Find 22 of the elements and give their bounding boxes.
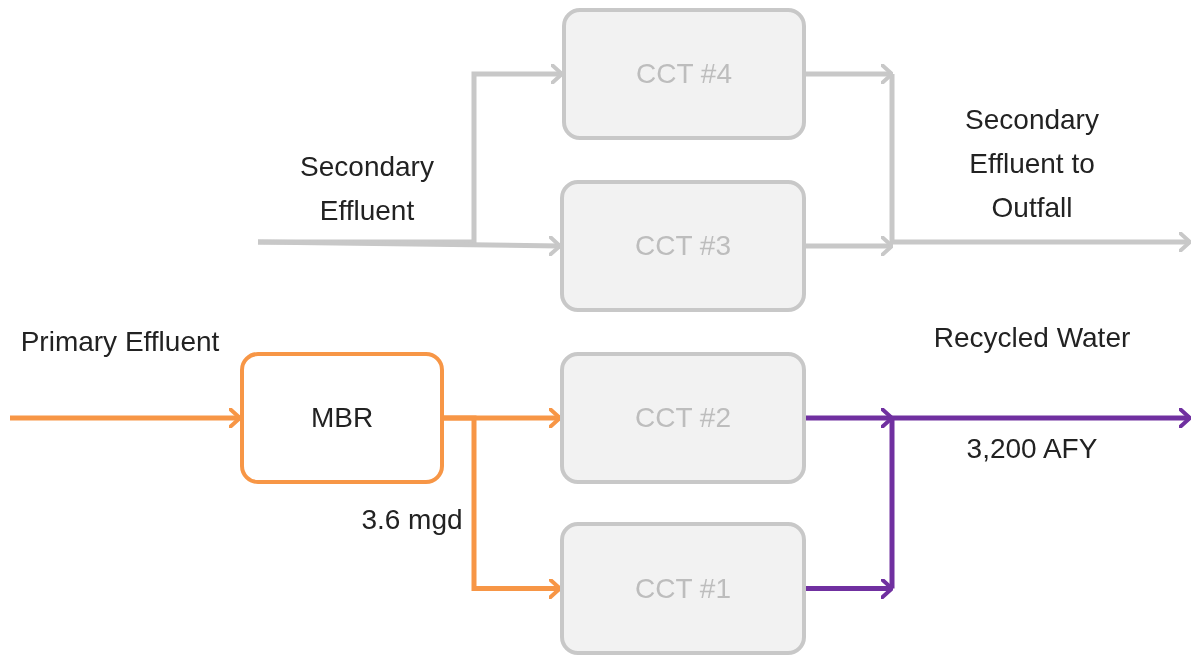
- arrow: [889, 74, 1191, 253]
- arrow: [889, 407, 1191, 589]
- flow-label: 3,200 AFY: [965, 432, 1099, 466]
- arrow: [806, 235, 894, 257]
- flow-label: 3.6 mgd: [360, 503, 464, 537]
- arrow: [444, 415, 562, 600]
- flow-label: Secondary Effluent: [299, 150, 435, 228]
- arrow: [806, 577, 894, 600]
- arrow: [257, 234, 562, 257]
- process-box: [560, 352, 806, 484]
- box-label: MBR: [310, 402, 374, 434]
- process-box: [560, 180, 806, 312]
- flow-label: Recycled Water: [932, 321, 1132, 355]
- flow-label: Secondary Effluent to Outfall: [964, 103, 1100, 225]
- process-box: [560, 522, 806, 655]
- flow-label: Primary Effluent: [20, 325, 220, 359]
- arrow: [258, 63, 564, 245]
- process-box: [562, 8, 806, 140]
- arrow: [806, 63, 894, 85]
- arrow: [10, 407, 242, 429]
- arrow: [806, 407, 894, 429]
- process-box: [240, 352, 444, 484]
